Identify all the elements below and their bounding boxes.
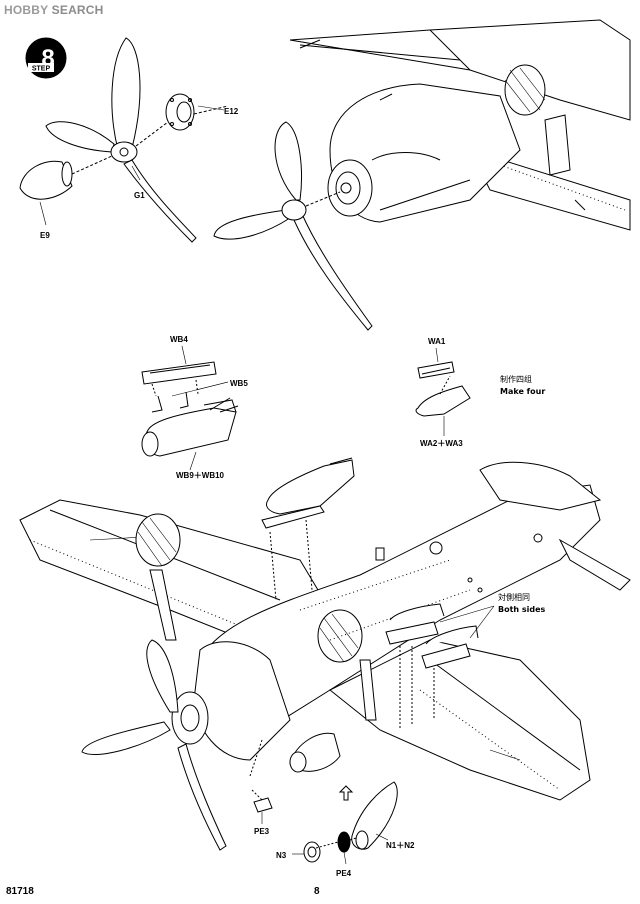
watermark: HOBBY SEARCH: [4, 3, 104, 17]
nose-assembly: [213, 19, 631, 331]
label-wb5: WB5: [230, 379, 248, 388]
note-make-four-en: Make four: [500, 387, 545, 396]
label-n3: N3: [276, 851, 287, 860]
wing-bomb-assembly: [141, 345, 239, 471]
wing-attachment-assembly: [415, 347, 471, 436]
label-wb9-wb10: WB9＋WB10: [176, 471, 225, 480]
note-both-sides-cn: 対側相同: [498, 592, 530, 602]
propeller-exploded: [19, 37, 229, 243]
label-wa1: WA1: [428, 337, 446, 346]
watermark-brand: HOBBY: [4, 3, 49, 17]
note-both-sides-en: Both sides: [498, 605, 546, 614]
label-pe3: PE3: [254, 827, 270, 836]
label-g1: G1: [134, 191, 145, 200]
label-e12: E12: [224, 107, 239, 116]
kit-number: 81718: [6, 886, 34, 897]
step-word: STEP: [32, 66, 51, 73]
page-number: 8: [314, 886, 320, 897]
note-make-four-cn: 制作四组: [500, 374, 532, 384]
aircraft-main: [19, 457, 631, 865]
label-wb4: WB4: [170, 335, 188, 344]
label-n1-n2: N1＋N2: [386, 841, 415, 850]
label-pe4: PE4: [336, 869, 352, 878]
step-badge: 8 STEP: [25, 37, 67, 79]
label-wa2-wa3: WA2＋WA3: [420, 439, 463, 448]
label-e9: E9: [40, 231, 50, 240]
watermark-suffix: SEARCH: [48, 3, 104, 17]
